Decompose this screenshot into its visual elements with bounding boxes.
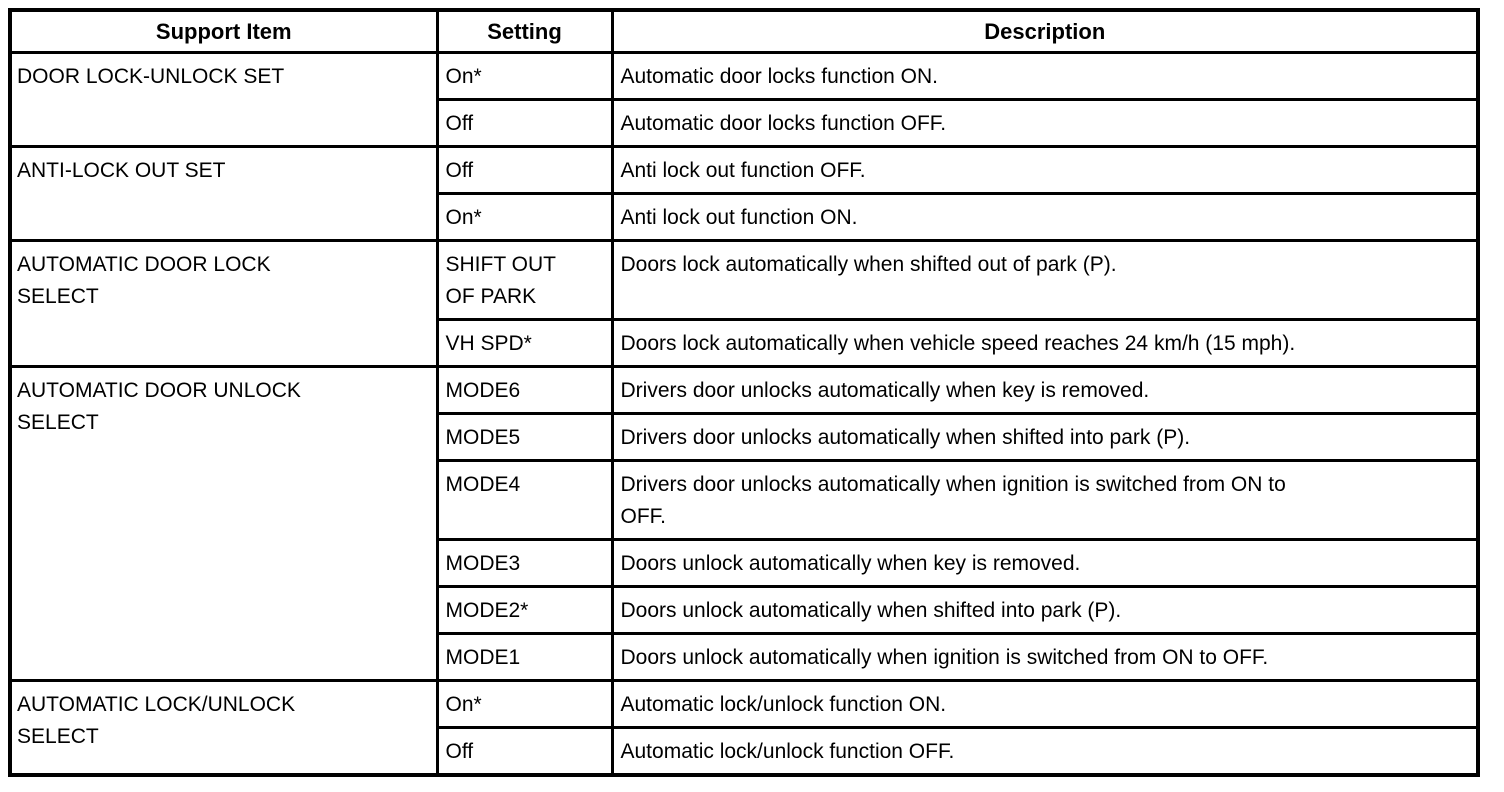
setting-value: MODE3 <box>445 552 521 575</box>
support-item-label: AUTOMATIC DOOR LOCK SELECT <box>17 253 271 308</box>
col-header-description: Description <box>610 8 1480 54</box>
table-row: MODE4 Drivers door unlocks automatically … <box>10 459 1480 541</box>
description-text: Automatic door locks function ON. <box>620 65 938 88</box>
description-text: Automatic door locks function OFF. <box>620 112 947 135</box>
description-cell: Automatic lock/unlock function ON. <box>610 679 1480 729</box>
description-cell: Doors unlock automatically when ignition… <box>610 632 1480 682</box>
setting-value: Off <box>445 112 474 135</box>
description-text: Anti lock out function ON. <box>620 206 858 229</box>
support-item-table: Support Item Setting Description DOOR LO… <box>8 8 1480 777</box>
support-item-label: AUTOMATIC LOCK/UNLOCK SELECT <box>17 693 296 748</box>
description-cell: Anti lock out function ON. <box>610 192 1480 242</box>
description-cell: Drivers door unlocks automatically when … <box>610 365 1480 415</box>
setting-cell: MODE5 <box>435 412 614 462</box>
table-row: AUTOMATIC LOCK/UNLOCK SELECT On* Automatic… <box>8 679 1480 777</box>
setting-cell: MODE1 <box>435 632 614 682</box>
setting-cell: On* <box>435 192 614 242</box>
table-row: Off Automatic door locks function OFF. <box>10 98 1480 148</box>
description-text: Doors unlock automatically when key is r… <box>620 552 1081 575</box>
table-row: MODE1 Doors unlock automatically when ign… <box>10 632 1480 682</box>
description-text: Drivers door unlocks automatically when … <box>620 426 1191 449</box>
setting-value: On* <box>445 693 482 716</box>
description-cell: Automatic door locks function OFF. <box>610 98 1480 148</box>
setting-cell: On* <box>435 679 614 729</box>
setting-cell: VH SPD* <box>435 318 614 368</box>
description-text: Drivers door unlocks automatically when … <box>620 379 1150 402</box>
description-cell: Doors lock automatically when shifted ou… <box>610 239 1480 321</box>
support-item-cell: DOOR LOCK-UNLOCK SET <box>8 51 439 148</box>
support-item-cell: AUTOMATIC LOCK/UNLOCK SELECT <box>8 679 439 777</box>
setting-value: MODE1 <box>445 646 521 669</box>
description-text: Doors lock automatically when vehicle sp… <box>620 332 1296 355</box>
description-cell: Doors unlock automatically when shifted … <box>610 585 1480 635</box>
table-row: Off Automatic lock/unlock function OFF. <box>10 726 1480 777</box>
setting-value: VH SPD* <box>445 332 532 355</box>
description-cell: Drivers door unlocks automatically when … <box>610 412 1480 462</box>
setting-value: MODE5 <box>445 426 521 449</box>
setting-value: MODE4 <box>445 473 521 496</box>
setting-cell: Off <box>435 145 614 195</box>
description-text: Drivers door unlocks automatically when … <box>620 473 1286 528</box>
description-text: Doors unlock automatically when shifted … <box>620 599 1122 622</box>
table-row: VH SPD* Doors lock automatically when veh… <box>10 318 1480 368</box>
support-item-label: ANTI-LOCK OUT SET <box>17 159 226 182</box>
col-header-support-item: Support Item <box>8 8 439 54</box>
description-text: Anti lock out function OFF. <box>620 159 866 182</box>
description-text: Doors lock automatically when shifted ou… <box>620 253 1117 276</box>
description-cell: Automatic door locks function ON. <box>610 51 1480 101</box>
description-cell: Doors lock automatically when vehicle sp… <box>610 318 1480 368</box>
table-row: DOOR LOCK-UNLOCK SET On* Automatic door lo… <box>8 51 1480 148</box>
description-cell: Anti lock out function OFF. <box>610 145 1480 195</box>
description-cell: Doors unlock automatically when key is r… <box>610 538 1480 588</box>
setting-cell: MODE2* <box>435 585 614 635</box>
description-text: Automatic lock/unlock function ON. <box>620 693 947 716</box>
setting-value: SHIFT OUT OF PARK <box>445 253 556 308</box>
setting-cell: MODE4 <box>435 459 614 541</box>
support-item-label: AUTOMATIC DOOR UNLOCK SELECT <box>17 379 301 434</box>
setting-cell: On* <box>435 51 614 101</box>
table-row: MODE5 Drivers door unlocks automatically … <box>10 412 1480 462</box>
description-text: Automatic lock/unlock function OFF. <box>620 740 955 763</box>
setting-cell: MODE6 <box>435 365 614 415</box>
support-item-label: DOOR LOCK-UNLOCK SET <box>17 65 285 88</box>
col-header-setting: Setting <box>435 8 614 54</box>
table-row: On* Anti lock out function ON. <box>10 192 1480 242</box>
setting-value: Off <box>445 740 474 763</box>
description-text: Doors unlock automatically when ignition… <box>620 646 1269 669</box>
setting-value: Off <box>445 159 474 182</box>
setting-value: MODE6 <box>445 379 521 402</box>
table-row: MODE2* Doors unlock automatically when sh… <box>10 585 1480 635</box>
description-cell: Automatic lock/unlock function OFF. <box>610 726 1480 777</box>
setting-cell: SHIFT OUT OF PARK <box>435 239 614 321</box>
header-row: Support Item Setting Description <box>8 8 1480 54</box>
setting-value: On* <box>445 65 482 88</box>
setting-cell: Off <box>435 98 614 148</box>
support-item-cell: ANTI-LOCK OUT SET <box>8 145 439 242</box>
table-row: AUTOMATIC DOOR LOCK SELECT SHIFT OUT OF P… <box>8 239 1480 368</box>
table-row: MODE3 Doors unlock automatically when key… <box>10 538 1480 588</box>
setting-cell: MODE3 <box>435 538 614 588</box>
setting-value: On* <box>445 206 482 229</box>
setting-value: MODE2* <box>445 599 529 622</box>
support-item-cell: AUTOMATIC DOOR LOCK SELECT <box>8 239 439 368</box>
description-cell: Drivers door unlocks automatically when … <box>610 459 1480 541</box>
support-item-cell: AUTOMATIC DOOR UNLOCK SELECT <box>8 365 439 682</box>
setting-cell: Off <box>435 726 614 777</box>
